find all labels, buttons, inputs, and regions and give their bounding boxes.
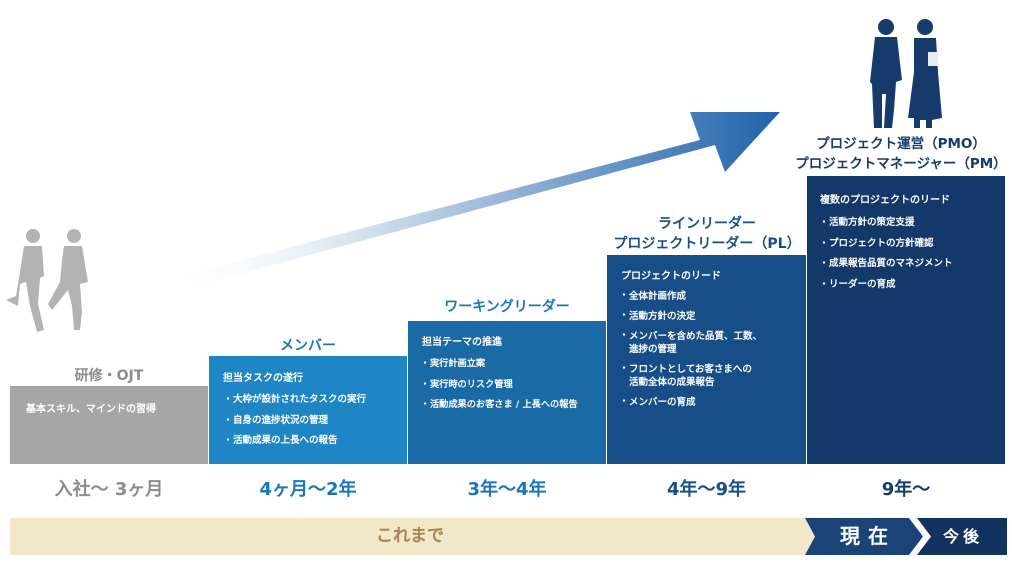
step-lead: 基本スキル、マインドの習得 [26,404,156,415]
period-label-member: 4ヶ月～2年 [259,479,357,500]
period-label-training: 入社～ 3ヶ月 [54,479,164,500]
timeline-past-bar [10,518,830,555]
bullet-item: 全体計画作成 [619,290,762,303]
stage-title-line-leader: ラインリーダー プロジェクトリーダー（PL） [613,216,801,252]
bullet-item: 活動成果の上長への報告 [223,431,366,452]
step-lead: 担当テーマの推進 [422,337,502,348]
step-block-working-leader: 担当テーマの推進 実行計画立案 実行時のリスク管理 活動成果のお客さま / 上長… [408,321,606,464]
timeline-future-label: 今後 [942,527,983,546]
step-block-line-leader: プロジェクトのリード 全体計画作成 活動方針の決定 メンバーを含めた品質、工数、… [607,255,806,464]
bullet-item: 活動方針の決定 [619,310,762,323]
stage-title-working-leader: ワーキングリーダー [444,299,570,315]
growth-arrow-icon [180,112,780,286]
step-lead: プロジェクトのリード [621,271,721,282]
stage-title-member: メンバー [280,338,336,354]
bullet-item: 活動方針の策定支援 [819,213,953,234]
period-label-line-leader: 4年～9年 [666,479,747,500]
bullet-item: プロジェクトの方針確認 [819,234,953,255]
walking-people-icon [6,229,88,332]
step-lead: 複数のプロジェクトのリード [820,195,950,206]
bullet-item: メンバーを含めた品質、工数、 進捗の管理 [619,330,762,356]
business-people-icon [870,19,942,128]
step-lead: 担当タスクの遂行 [223,373,303,384]
bullet-item: 実行時のリスク管理 [420,375,578,396]
timeline-now-future-bar [805,518,1007,555]
stage-title-pm: プロジェクト運営（PMO） プロジェクトマネージャー（PM） [795,136,1007,172]
period-label-working-leader: 3年～4年 [467,479,547,500]
stage-title-training: 研修・OJT [74,368,144,384]
timeline-now-label: 現在 [840,524,896,548]
bullet-item: メンバーの育成 [619,396,762,409]
step-block-member: 担当タスクの遂行 大枠が設計されたタスクの実行 自身の進捗状況の管理 活動成果の… [209,356,407,464]
bullet-item: 実行計画立案 [420,354,578,375]
step-block-training: 基本スキル、マインドの習得 [10,386,208,464]
timeline-past-label: これまで [376,526,444,546]
bullet-item: フロントとしてお客さまへの 活動全体の成果報告 [619,363,762,389]
step-block-pm: 複数のプロジェクトのリード 活動方針の策定支援 プロジェクトの方針確認 成果報告… [807,176,1005,464]
bullet-item: 成果報告品質のマネジメント [819,254,953,275]
bullet-item: 自身の進捗状況の管理 [223,411,366,432]
period-label-pm: 9年～ [881,479,931,500]
bullet-item: 活動成果のお客さま / 上長への報告 [420,395,578,416]
bullet-item: 大枠が設計されたタスクの実行 [223,390,366,411]
bullet-item: リーダーの育成 [819,275,953,296]
